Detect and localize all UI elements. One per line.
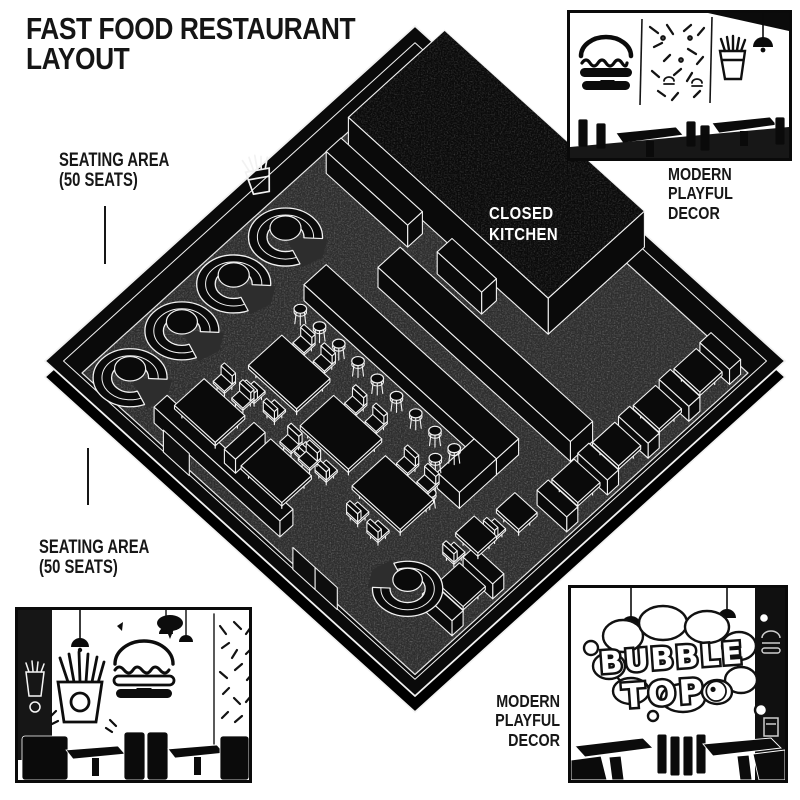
bubble-o-dot xyxy=(710,686,716,692)
decor-label-top-right: MODERN PLAYFUL DECOR xyxy=(668,164,776,223)
inset-bottom-left xyxy=(15,607,252,783)
seating-bottom-line2: (50 SEATS) xyxy=(39,556,118,578)
dining-tables-chairs xyxy=(570,116,789,158)
fries-box-wall-art-icon xyxy=(49,650,106,726)
decor-br-line3: DECOR xyxy=(508,729,560,750)
inset-bottom-right-art: BUBBLE TOP xyxy=(571,588,785,780)
burger-wall-art-icon xyxy=(578,34,634,90)
decor-tr-line2: PLAYFUL DECOR xyxy=(668,183,733,223)
speech-bubble-icon xyxy=(104,615,183,734)
booth-seating-tables xyxy=(571,733,785,780)
booth-seating-tables xyxy=(21,731,249,780)
decor-tr-line1: MODERN xyxy=(668,164,732,184)
graffiti-line2: TOP xyxy=(621,671,707,716)
decor-label-bottom-right: MODERN PLAYFUL DECOR xyxy=(471,691,560,750)
inset-top-right xyxy=(567,10,792,161)
inset-bottom-left-art xyxy=(18,610,249,780)
kitchen-label-line2: KITCHEN xyxy=(489,225,558,244)
inset-top-right-art xyxy=(570,13,789,158)
bubble-graffiti-cloud-icon xyxy=(582,604,771,723)
fries-wall-art-icon xyxy=(718,34,747,81)
entry-doors xyxy=(162,429,338,611)
bar-counter xyxy=(303,264,520,509)
ceiling-corner xyxy=(708,13,789,31)
isometric-room xyxy=(44,25,786,713)
inset-bottom-right: BUBBLE TOP xyxy=(568,585,788,783)
round-booths xyxy=(92,207,328,409)
sprinkle-pattern-icon xyxy=(648,23,706,102)
wall-seam xyxy=(709,16,713,104)
seating-top-line1: SEATING AREA xyxy=(59,150,170,171)
sprinkle-pattern-icon xyxy=(213,613,249,745)
kitchen-label: CLOSED KITCHEN xyxy=(489,204,558,244)
closed-kitchen-block xyxy=(347,29,645,335)
tub-chair-tables xyxy=(442,492,538,568)
callout-line-top xyxy=(104,206,106,264)
wall-booth-row xyxy=(421,332,742,637)
corner-round-booth xyxy=(367,559,444,617)
bar-stools xyxy=(293,303,462,511)
decor-br-line2: PLAYFUL xyxy=(495,710,560,731)
seating-bottom-line1: SEATING AREA xyxy=(39,537,150,558)
burger-wall-art-icon xyxy=(112,622,176,698)
wall-art-faint-icon xyxy=(761,630,781,737)
service-counter xyxy=(377,246,594,463)
bubble-o-icon xyxy=(705,680,727,702)
kitchen-partition-wall xyxy=(325,137,497,315)
wall-seam xyxy=(639,18,643,106)
centre-tables xyxy=(242,323,440,546)
dark-wall-panel xyxy=(18,610,52,760)
callout-line-bottom xyxy=(87,448,89,505)
seating-area-label-bottom: SEATING AREA (50 SEATS) xyxy=(39,538,149,578)
wall-bench-tables xyxy=(153,362,322,538)
fries-wall-art-icon xyxy=(241,154,271,196)
pendant-lamp-icon xyxy=(753,13,773,53)
fries-cup-wall-art-icon xyxy=(25,660,45,713)
seating-top-line2: (50 SEATS) xyxy=(59,169,138,191)
page-title-line1: FAST FOOD RESTAURANT xyxy=(26,11,356,46)
page-title-line2: LAYOUT xyxy=(26,41,130,77)
page-title: FAST FOOD RESTAURANT LAYOUT xyxy=(26,11,356,77)
decor-br-line1: MODERN xyxy=(496,691,560,711)
seating-area-label-top: SEATING AREA (50 SEATS) xyxy=(59,151,169,191)
kitchen-label-line1: CLOSED xyxy=(489,204,554,223)
